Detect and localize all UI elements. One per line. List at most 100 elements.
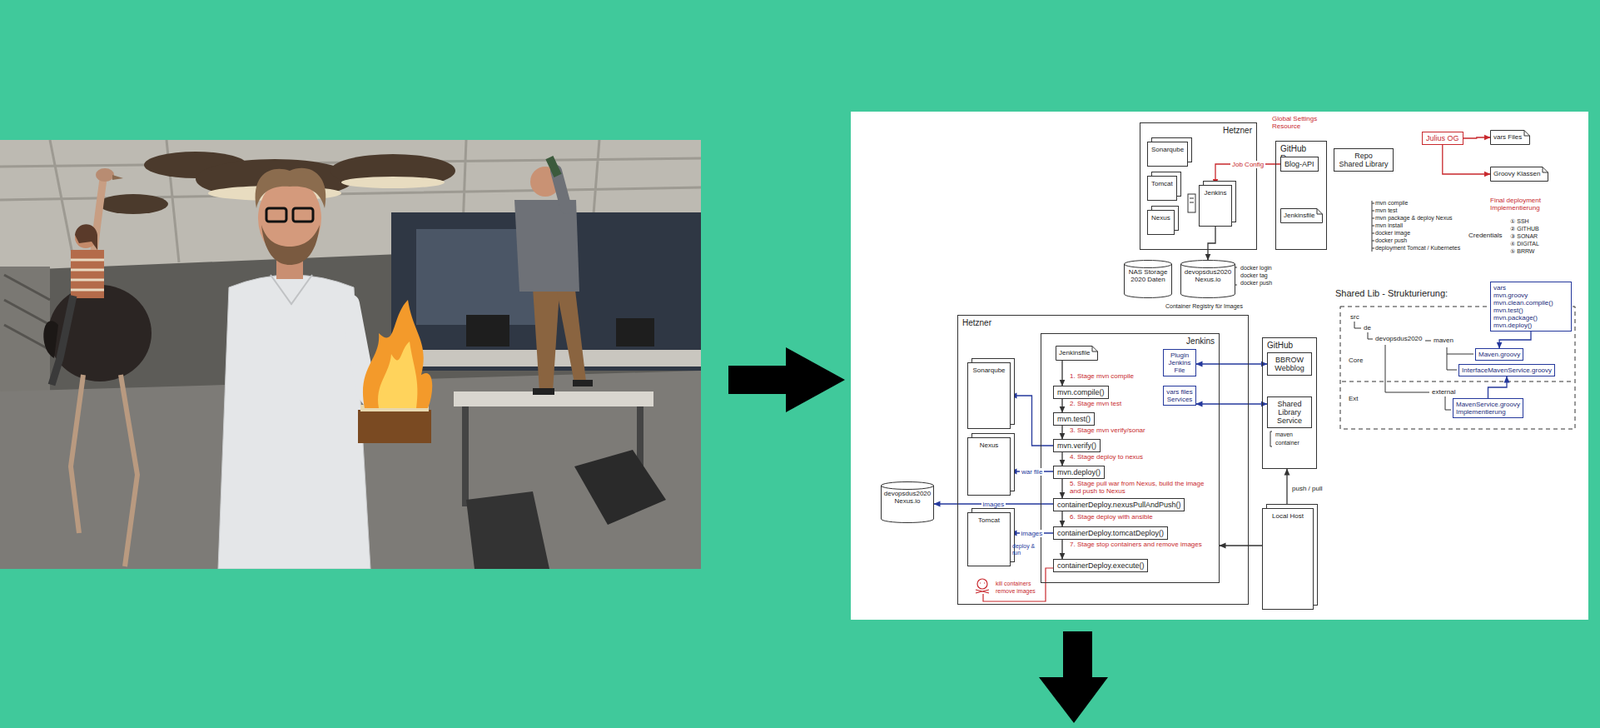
bottle <box>545 155 562 178</box>
edge-label: push / pull <box>1290 484 1324 492</box>
repo-region: GitHubBBROW WebblogShared Library Servic… <box>1262 337 1317 469</box>
server-icon <box>1189 198 1194 203</box>
document-outline <box>1056 346 1099 361</box>
cylinder-outline <box>1124 260 1173 299</box>
step-box: mvn.deploy() <box>1053 465 1105 479</box>
step-box: containerDeploy.tomcatDeploy() <box>1053 526 1168 540</box>
node-text: mvn.clean.compile() mvn.test() mvn.packa… <box>1493 298 1569 329</box>
server-region: HetznerSonarqubeTomcatNexusJenkins <box>1139 122 1258 250</box>
note-label: container <box>1275 439 1300 447</box>
monitor <box>466 314 510 347</box>
node-label: vars files Services <box>1165 387 1194 403</box>
node-label: NAS Storage <box>1126 268 1170 276</box>
pants <box>556 283 587 383</box>
note-label: maven <box>1433 336 1454 344</box>
document-fold <box>1524 130 1531 137</box>
node-label: Tomcat <box>971 516 1007 525</box>
class-box: Maven.groovy <box>1475 347 1524 361</box>
rider-top <box>70 249 105 299</box>
fire-core <box>377 341 418 408</box>
note-label: 5. Stage pull war from Nexus, build the … <box>1069 479 1212 495</box>
pants <box>532 287 560 392</box>
shoe <box>572 379 593 387</box>
photo-ground <box>0 139 701 569</box>
node-text: 2020 Daten <box>1126 275 1170 284</box>
class-box: varsmvn.groovymvn.clean.compile() mvn.te… <box>1490 281 1572 332</box>
server-box: Nexus <box>967 437 1011 496</box>
node-label: Jenkins <box>1045 336 1215 347</box>
server-box: Tomcat <box>1147 175 1178 201</box>
connector <box>1463 137 1491 139</box>
node-text: Shared Library <box>1337 159 1390 169</box>
note-label: Final deployment Implementierung <box>1490 196 1584 212</box>
sweater <box>514 199 580 292</box>
node-label: Tomcat <box>1151 179 1173 189</box>
node-label: Nexus <box>971 441 1007 450</box>
stairs <box>0 266 50 392</box>
node-text: Nexus.io <box>1182 275 1233 284</box>
node-label: MavenService.groovy <box>1455 400 1521 408</box>
plugin-box: vars files Services <box>1162 385 1197 406</box>
note-label: mvn test <box>1375 207 1397 214</box>
arrow-shaft <box>1063 631 1093 678</box>
node-label: mvn.compile() <box>1057 387 1105 397</box>
class-box: InterfaceMavenService.groovy <box>1458 363 1556 377</box>
connector <box>1442 144 1491 174</box>
note-label: ① SSH <box>1510 218 1530 225</box>
ostrich-legs <box>70 374 138 567</box>
server-box: Nexus <box>1147 209 1175 235</box>
connector <box>1499 331 1531 348</box>
cylinder-rim <box>1124 263 1173 268</box>
chair <box>574 449 666 525</box>
note-label: ③ SONAR <box>1510 233 1538 240</box>
person-arm <box>556 170 567 209</box>
node-label: Jenkinsfile <box>1283 211 1315 220</box>
connector <box>1010 395 1054 446</box>
connector <box>1286 468 1287 508</box>
arrow-shaft <box>728 365 787 394</box>
storage-cylinder: devopsdus2020Nexus.io <box>880 481 935 523</box>
edge-label: images <box>1019 529 1045 537</box>
monitor <box>616 318 655 347</box>
note-label: ④ DIGITAL <box>1510 240 1540 248</box>
node-label: containerDeploy.nexusPullAndPush() <box>1057 500 1181 509</box>
node-label: mvn.deploy() <box>1057 467 1101 477</box>
step-box: containerDeploy.execute() <box>1053 558 1148 572</box>
edge-label: war file <box>1019 467 1044 476</box>
step-box: mvn.compile() <box>1053 385 1109 399</box>
note-label: deploy & run <box>1012 542 1041 557</box>
pendant-lamp <box>98 193 169 214</box>
class-box: MavenService.groovyImplementierung <box>1452 397 1524 418</box>
skull-icon <box>977 578 988 589</box>
node-label: mvn.test() <box>1057 414 1091 423</box>
step-box: mvn.test() <box>1053 412 1095 426</box>
note-label: 3. Stage mvn verify/sonar <box>1069 426 1146 434</box>
step-box: containerDeploy.nexusPullAndPush() <box>1053 497 1185 512</box>
office-photo <box>0 139 701 569</box>
node-label: Nexus <box>1151 213 1171 223</box>
node-label: devopsdus2020 <box>883 489 932 497</box>
node-label: containerDeploy.tomcatDeploy() <box>1057 528 1164 537</box>
node-label: Maven.groovy <box>1478 350 1521 358</box>
command-bracket <box>1371 200 1375 252</box>
note-label: devopsdus2020 <box>1375 334 1423 343</box>
note-label: 2. Stage mvn test <box>1069 399 1122 408</box>
note-label: de <box>1363 323 1372 332</box>
document-fold <box>1316 208 1323 215</box>
arrow-head <box>785 347 845 413</box>
server-box: Tomcat <box>967 511 1011 567</box>
note-label: src <box>1350 313 1360 321</box>
cylinder-rim <box>881 485 935 490</box>
note-label: 7. Stage stop containers and remove imag… <box>1069 540 1212 548</box>
server-icon <box>1187 193 1196 213</box>
tree-lines <box>1354 321 1474 410</box>
file-doc: Jenkinsfile <box>1280 208 1323 224</box>
storage-cylinder: devopsdus2020Nexus.io <box>1180 259 1236 299</box>
stair-rail <box>4 274 50 350</box>
note-label: maven <box>1275 431 1293 438</box>
node-label: Repo <box>1337 151 1390 160</box>
edge-label: Job Config <box>1230 160 1266 169</box>
service-box: Blog-API <box>1280 156 1319 172</box>
